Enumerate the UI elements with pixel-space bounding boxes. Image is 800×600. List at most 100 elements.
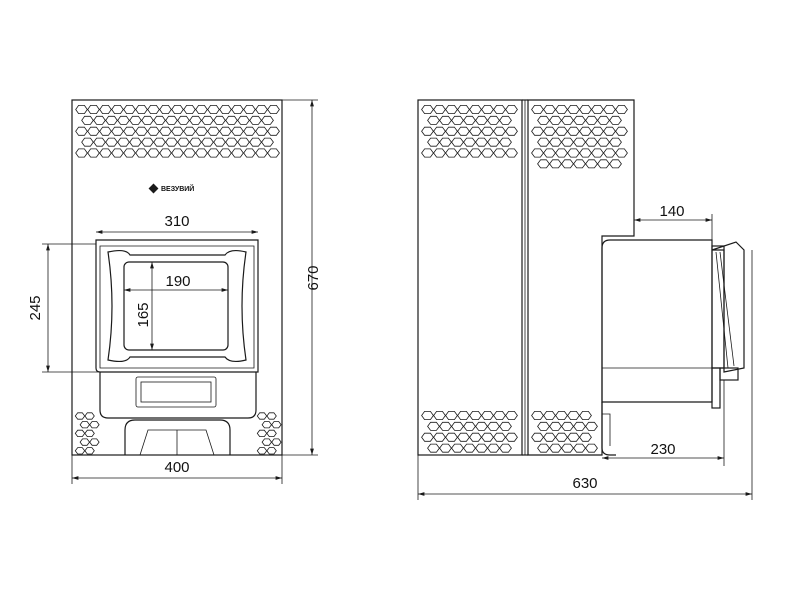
brand-label: ВЕЗУВИЙ (161, 184, 194, 193)
vent-hole (74, 412, 86, 420)
vent-hole (243, 148, 256, 158)
vent-hole (256, 429, 268, 437)
vent-hole (531, 126, 544, 136)
bottom-grille-left (74, 412, 100, 455)
vent-hole (603, 126, 616, 136)
vent-hole (261, 438, 272, 446)
vent-hole (481, 411, 494, 420)
vent-hole (213, 137, 226, 147)
vent-hole (549, 421, 562, 431)
vent-hole (603, 148, 616, 158)
vent-hole (433, 126, 446, 136)
vent-hole (609, 115, 622, 125)
vent-hole (457, 148, 470, 158)
vent-hole (493, 105, 506, 114)
vent-hole (591, 148, 604, 158)
vent-hole (266, 412, 277, 420)
vent-hole (117, 137, 130, 147)
vent-hole (579, 432, 592, 442)
vent-hole (84, 412, 95, 420)
vent-hole (111, 126, 124, 136)
vent-hole (195, 148, 208, 158)
vent-hole (457, 105, 470, 114)
vent-hole (555, 411, 568, 420)
vent-hole (135, 148, 148, 158)
vent-hole (597, 115, 610, 125)
vent-hole (445, 105, 458, 114)
vent-hole (123, 148, 136, 158)
vent-hole (271, 421, 282, 429)
vent-hole (99, 105, 112, 114)
vent-hole (493, 148, 506, 158)
vent-hole (481, 432, 494, 442)
vent-hole (177, 137, 190, 147)
firebox-door (95, 239, 259, 373)
vent-hole (597, 137, 610, 147)
vent-hole (561, 159, 574, 169)
vent-hole (129, 137, 142, 147)
vent-hole (609, 159, 622, 169)
vent-hole (451, 115, 464, 125)
vent-hole (567, 148, 580, 158)
vent-hole (499, 443, 512, 453)
top-grille (75, 105, 280, 158)
vent-hole (579, 126, 592, 136)
dim-tunnel-bottom-label: 230 (650, 441, 675, 458)
vent-hole (123, 105, 136, 114)
vent-hole (549, 137, 562, 147)
vent-hole (487, 137, 500, 147)
vent-hole (74, 447, 86, 455)
vent-hole (531, 148, 544, 158)
vent-hole (537, 137, 550, 147)
vent-hole (89, 438, 100, 446)
vent-hole (165, 115, 178, 125)
vent-hole (225, 137, 238, 147)
vent-hole (537, 159, 550, 169)
vent-hole (243, 126, 256, 136)
vent-hole (183, 105, 196, 114)
vent-hole (445, 148, 458, 158)
vent-hole (427, 443, 440, 453)
dim-glass-width-label: 190 (165, 273, 190, 290)
vent-hole (421, 148, 434, 158)
vent-hole (579, 148, 592, 158)
vent-hole (505, 105, 518, 114)
vent-hole (573, 443, 586, 453)
vent-hole (219, 105, 232, 114)
vent-hole (243, 105, 256, 114)
vent-hole (499, 137, 512, 147)
vent-hole (433, 105, 446, 114)
bottom-grille-right (256, 412, 282, 455)
vent-hole (207, 148, 220, 158)
vent-hole (433, 148, 446, 158)
vent-hole (183, 148, 196, 158)
side-grille-bottom-right (531, 411, 598, 453)
vent-hole (463, 115, 476, 125)
vent-hole (555, 105, 568, 114)
vent-hole (615, 148, 628, 158)
vent-hole (219, 126, 232, 136)
vent-hole (609, 137, 622, 147)
vent-hole (87, 148, 100, 158)
vent-hole (475, 421, 488, 431)
vent-hole (261, 137, 274, 147)
vent-hole (427, 137, 440, 147)
dim-door-height-label: 245 (27, 295, 44, 320)
vent-hole (445, 432, 458, 442)
vent-hole (573, 137, 586, 147)
vent-hole (567, 126, 580, 136)
vent-hole (505, 148, 518, 158)
vent-hole (123, 126, 136, 136)
vent-hole (469, 126, 482, 136)
vent-hole (567, 411, 580, 420)
vent-hole (267, 148, 280, 158)
vent-hole (147, 105, 160, 114)
vent-hole (543, 105, 556, 114)
vent-hole (141, 137, 154, 147)
vent-hole (457, 432, 470, 442)
vent-hole (469, 411, 482, 420)
vent-hole (537, 443, 550, 453)
dim-width-label: 400 (164, 459, 189, 476)
vent-hole (255, 126, 268, 136)
